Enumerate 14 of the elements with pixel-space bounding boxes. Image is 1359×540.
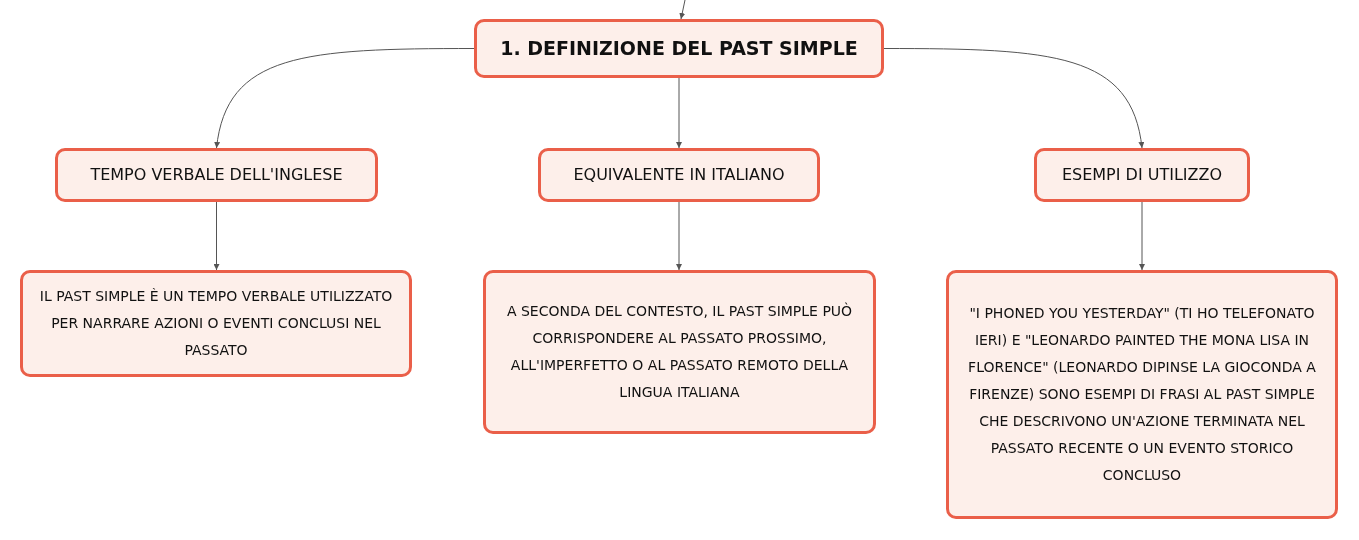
connector-arrow [1139,201,1145,271]
connector-arrow [679,0,686,20]
connector-arrow [883,48,1144,149]
topic-box: TEMPO VERBALE DELL'INGLESE [55,148,378,202]
connector-arrow [213,201,220,271]
connector-arrow [214,48,475,149]
topic-box: EQUIVALENTE IN ITALIANO [538,148,820,202]
description-box: IL PAST SIMPLE È UN TEMPO VERBALE UTILIZZATO PER NARRARE AZIONI O EVENTI CONCLUSI NEL PASSATO [20,270,412,377]
connector-arrow [676,201,682,271]
description-box: "I PHONED YOU YESTERDAY" (TI HO TELEFONATO IERI) E "LEONARDO PAINTED THE MONA LISA IN FLORENCE" (LEONARDO DIPINSE LA GIOCONDA A FIRENZE) SONO ESEMPI DI FRASI AL PAST SIMPLE CHE DESCRIVONO UN'AZIONE TERMINATA NEL PASSATO RECENTE O UN EVENTO STORICO CONCLUSO [946,270,1338,519]
connector-arrow [676,77,682,149]
title-box: 1. DEFINIZIONE DEL PAST SIMPLE [474,19,884,78]
topic-box: ESEMPI DI UTILIZZO [1034,148,1250,202]
description-box: A SECONDA DEL CONTESTO, IL PAST SIMPLE PUÒ CORRISPONDERE AL PASSATO PROSSIMO, ALL'IMPERFETTO O AL PASSATO REMOTO DELLA LINGUA ITALIANA [483,270,876,434]
